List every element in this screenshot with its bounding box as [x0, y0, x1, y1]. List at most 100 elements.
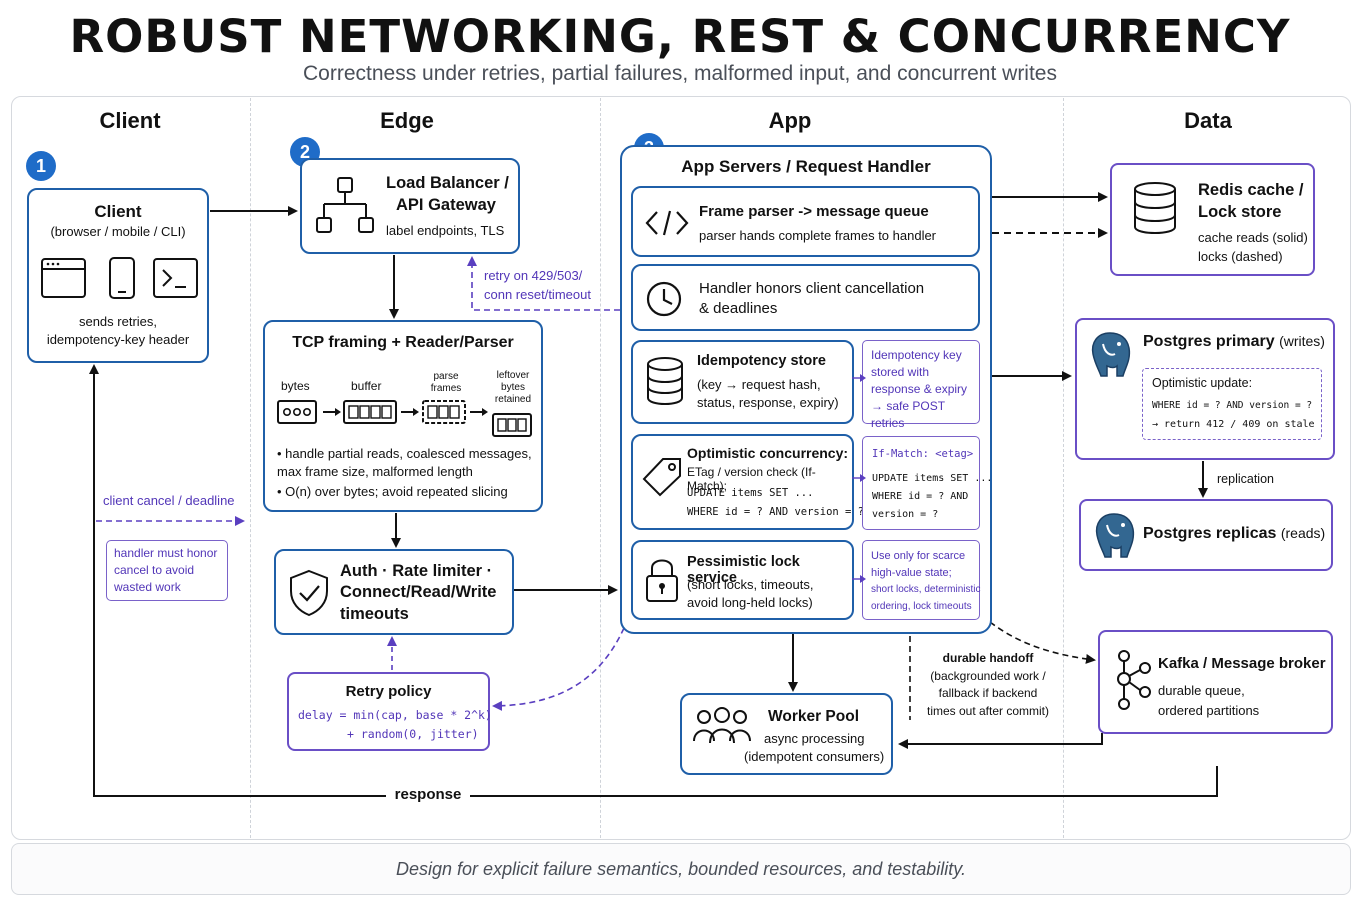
- browser-window-icon: [41, 258, 86, 298]
- padlock-icon: [646, 559, 678, 602]
- pg-primary-title: Postgres primary: [1143, 333, 1275, 350]
- optimistic-note-code-line1: UPDATE items SET ...: [872, 473, 993, 484]
- client-box[interactable]: Client (browser / mobile / CLI) sends re…: [27, 188, 209, 363]
- tag-icon: [642, 458, 681, 497]
- cancellation-box[interactable]: Handler honors client cancellation & dea…: [631, 264, 980, 331]
- lane-title-edge: Edge: [380, 108, 434, 133]
- cancellation-line1: Handler honors client cancellation: [699, 280, 925, 297]
- pessimistic-note-line2: high-value state;: [871, 567, 952, 579]
- pessimistic-note-line4: ordering, lock timeouts: [871, 601, 972, 612]
- durable-handoff-line3: fallback if backend: [938, 686, 1038, 700]
- diagram-frame: [11, 96, 1351, 840]
- retry-policy-code-line2: + random(0, jitter): [347, 727, 479, 741]
- redis-box[interactable]: Redis cache / Lock store cache reads (so…: [1110, 163, 1315, 276]
- page-title: ROBUST NETWORKING, REST & CONCURRENCY: [69, 10, 1291, 63]
- database-icon: [647, 357, 683, 405]
- client-cancel-note: handler must honor cancel to avoid waste…: [106, 540, 228, 601]
- idempotency-detail-line2: status, response, expiry): [697, 395, 839, 410]
- pessimistic-note-line3: short locks, deterministic: [871, 584, 981, 595]
- pg-replicas-box[interactable]: Postgres replicas (reads): [1079, 499, 1333, 571]
- pg-replicas-heading: Postgres replicas (reads): [1143, 525, 1325, 543]
- pg-replicas-title: Postgres replicas: [1143, 525, 1277, 542]
- arrow-retry-edge: [467, 256, 620, 311]
- pg-primary-box[interactable]: Postgres primary (writes) Optimistic upd…: [1075, 318, 1335, 460]
- pessimistic-detail-line1: (short locks, timeouts,: [687, 577, 814, 592]
- tcp-pipeline-icon: [277, 400, 532, 437]
- optimistic-box[interactable]: Optimistic concurrency: ETag / version c…: [631, 434, 864, 530]
- frame-parser-box[interactable]: Frame parser -> message queue parser han…: [631, 186, 980, 257]
- redis-detail-line2: locks (dashed): [1198, 249, 1283, 264]
- pessimistic-detail-line2: avoid long-held locks): [687, 595, 813, 610]
- pg-primary-note-code: WHERE id = ? AND version = ?: [1152, 400, 1313, 411]
- arrow-kafka-to-worker: [898, 733, 1103, 749]
- pessimistic-note: Use only for scarce high-value state; sh…: [862, 540, 980, 620]
- durable-handoff-note: durable handoff (backgrounded work / fal…: [918, 650, 1058, 720]
- kafka-detail-line2: ordered partitions: [1158, 703, 1260, 718]
- kafka-detail-line1: durable queue,: [1158, 683, 1245, 698]
- optimistic-note-header: If-Match: <etag>: [872, 448, 974, 460]
- lane-title-client: Client: [99, 108, 161, 133]
- client-note-line2: idempotency-key header: [46, 332, 190, 347]
- footer-note: Design for explicit failure semantics, b…: [11, 843, 1351, 895]
- kafka-box[interactable]: Kafka / Message broker durable queue, or…: [1098, 630, 1333, 734]
- frame-parser-title: Frame parser -> message queue: [699, 203, 929, 220]
- users-group-icon: [693, 707, 751, 744]
- pg-primary-note-result: → return 412 / 409 on stale: [1152, 419, 1315, 430]
- arrow-app-to-kafka: [989, 621, 1096, 664]
- tcp-step-buffer: buffer: [351, 379, 382, 393]
- idempotency-box[interactable]: Idempotency store (key → request hash, s…: [631, 340, 854, 424]
- worker-pool-box[interactable]: Worker Pool async processing (idempotent…: [680, 693, 893, 775]
- idempotency-detail-line1: (key → request hash,: [697, 377, 821, 392]
- idempotency-title: Idempotency store: [697, 353, 826, 369]
- client-subtitle: (browser / mobile / CLI): [50, 224, 186, 239]
- retry-edge-label-line1: retry on 429/503/: [484, 268, 583, 283]
- retry-policy-title: Retry policy: [345, 683, 432, 700]
- optimistic-code-line2: WHERE id = ? AND version = ?: [687, 506, 865, 518]
- optimistic-note: If-Match: <etag> UPDATE items SET ... WH…: [862, 436, 992, 530]
- tcp-bullet-2-text: O(n) over bytes; avoid repeated slicing: [285, 484, 508, 499]
- shield-check-icon: [290, 569, 328, 617]
- clock-icon: [646, 281, 682, 317]
- pessimistic-box[interactable]: Pessimistic lock service (short locks, t…: [631, 540, 854, 620]
- lane-divider: [1063, 98, 1064, 838]
- optimistic-note-code-line2: WHERE id = ? AND: [872, 491, 969, 502]
- badge-1: 1: [26, 151, 56, 181]
- worker-pool-detail-line2: (idempotent consumers): [744, 749, 885, 764]
- optimistic-code-line1: UPDATE items SET ...: [687, 487, 814, 499]
- tcp-step-parse: parse frames: [430, 371, 462, 394]
- app-title: App Servers / Request Handler: [681, 157, 931, 176]
- durable-handoff-line4: times out after commit): [926, 703, 1050, 718]
- auth-box[interactable]: Auth · Rate limiter · Connect/Read/Write…: [274, 549, 514, 635]
- lane-title-app: App: [768, 108, 812, 133]
- worker-pool-detail-line1: async processing: [764, 731, 865, 746]
- auth-title-line2: Connect/Read/Write: [340, 583, 497, 601]
- retry-edge-label-line2: conn reset/timeout: [484, 287, 591, 302]
- optimistic-note-code-line3: version = ?: [872, 509, 939, 520]
- redis-detail-line1: cache reads (solid): [1198, 230, 1308, 245]
- mobile-phone-icon: [109, 257, 135, 299]
- retry-policy-box[interactable]: Retry policy delay = min(cap, base * 2^k…: [287, 672, 492, 751]
- redis-title-line1: Redis cache /: [1198, 181, 1304, 199]
- pessimistic-note-line1: Use only for scarce: [871, 550, 966, 562]
- client-note-line1: sends retries,: [78, 314, 158, 329]
- optimistic-title: Optimistic concurrency:: [687, 445, 849, 461]
- lb-title-line1: Load Balancer /: [386, 174, 509, 192]
- worker-pool-title: Worker Pool: [768, 708, 860, 725]
- lane-divider: [250, 98, 251, 838]
- durable-handoff-line2: (backgrounded work /: [930, 668, 1046, 683]
- load-balancer-box[interactable]: Load Balancer / API Gateway label endpoi…: [300, 158, 520, 254]
- client-title: Client: [94, 202, 142, 221]
- pg-primary-heading: Postgres primary (writes): [1143, 333, 1325, 351]
- durable-handoff-line1: durable handoff: [942, 651, 1034, 665]
- cancellation-line2: & deadlines: [699, 300, 778, 317]
- tcp-bullet-1-text: handle partial reads, coalesced messages…: [277, 446, 532, 479]
- hierarchy-icon: [316, 177, 374, 233]
- tcp-parser-box[interactable]: TCP framing + Reader/Parser bytes buffer…: [263, 320, 543, 512]
- note-connectors: [852, 374, 866, 583]
- frame-parser-detail: parser hands complete frames to handler: [699, 228, 937, 243]
- tcp-step-bytes: bytes: [281, 379, 310, 393]
- postgres-elephant-icon: [1091, 332, 1131, 377]
- terminal-icon: [153, 258, 198, 298]
- pg-replicas-suffix: (reads): [1280, 525, 1326, 541]
